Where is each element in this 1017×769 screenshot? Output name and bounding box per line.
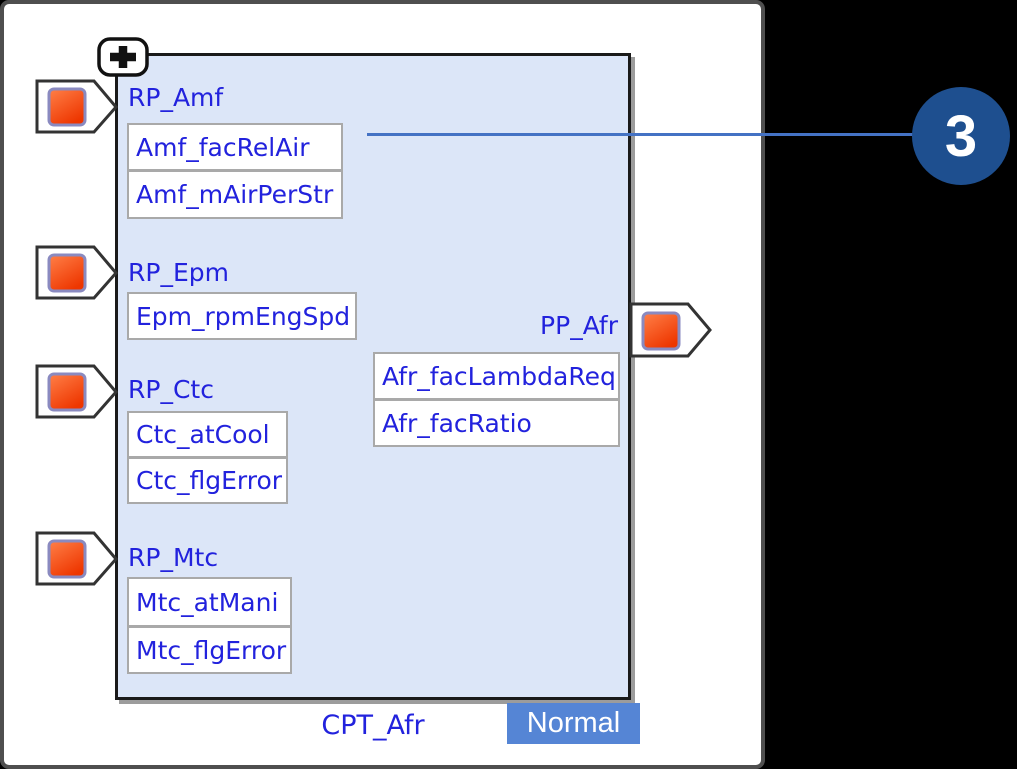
signal-box-epm-rpmengspd[interactable]: Epm_rpmEngSpd: [127, 292, 357, 340]
port-label-rp-amf: RP_Amf: [128, 83, 224, 112]
signal-box-afr-faclambdareq[interactable]: Afr_facLambdaReq: [373, 352, 620, 400]
plus-icon[interactable]: [97, 37, 149, 77]
signal-box-ctc-atcool[interactable]: Ctc_atCool: [127, 411, 288, 458]
port-label-rp-epm: RP_Epm: [128, 258, 229, 287]
port-label-rp-ctc: RP_Ctc: [128, 375, 214, 404]
callout-number-badge: 3: [912, 87, 1010, 185]
input-connector-flag-rp-epm[interactable]: [35, 245, 119, 300]
input-connector-flag-rp-amf[interactable]: [35, 79, 119, 134]
port-label-rp-mtc: RP_Mtc: [128, 543, 219, 572]
signal-box-amf-mairperstr[interactable]: Amf_mAirPerStr: [127, 170, 343, 219]
callout-number: 3: [944, 103, 978, 169]
callout-connector-line: [367, 133, 913, 136]
component-block[interactable]: RP_Amf Amf_facRelAir Amf_mAirPerStr RP_E…: [115, 53, 631, 700]
signal-box-amf-facrelair[interactable]: Amf_facRelAir: [127, 123, 343, 171]
signal-box-mtc-atmani[interactable]: Mtc_atMani: [127, 577, 292, 627]
signal-box-ctc-flgerror[interactable]: Ctc_flgError: [127, 457, 288, 504]
input-connector-flag-rp-ctc[interactable]: [35, 364, 119, 419]
signal-box-afr-facratio[interactable]: Afr_facRatio: [373, 399, 620, 447]
signal-box-mtc-flgerror[interactable]: Mtc_flgError: [127, 626, 292, 674]
output-connector-flag-pp-afr[interactable]: [629, 302, 713, 358]
component-name-label: CPT_Afr: [321, 710, 425, 741]
mode-badge[interactable]: Normal: [507, 703, 640, 744]
port-label-pp-afr: PP_Afr: [540, 311, 618, 340]
input-connector-flag-rp-mtc[interactable]: [35, 531, 119, 586]
